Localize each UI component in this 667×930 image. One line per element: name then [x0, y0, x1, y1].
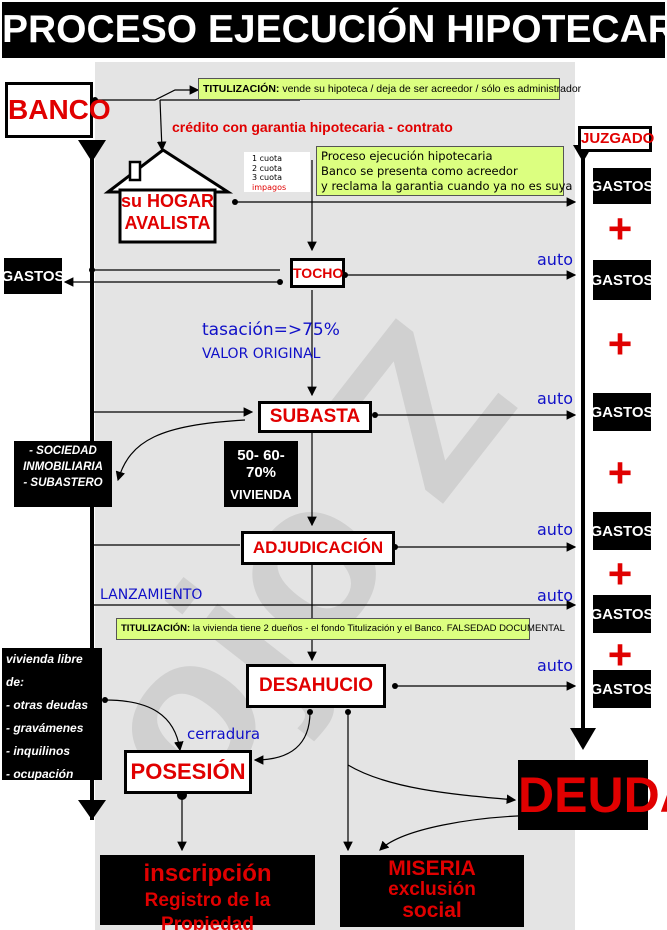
desahucio-box: DESAHUCIO	[246, 664, 386, 708]
miseria-line1: MISERIA	[388, 857, 476, 880]
cuota-3: 3 cuota	[252, 173, 283, 182]
deuda-box: DEUDA	[518, 760, 667, 830]
hogar-line2: AVALISTA	[124, 213, 211, 233]
vivienda-libre-item: - gravámenes	[6, 721, 84, 735]
vivienda-text: VIVIENDA	[230, 487, 292, 502]
sociedad-line3: - SUBASTERO	[23, 477, 103, 489]
sociedad-box: - SOCIEDAD INMOBILIARIA - SUBASTERO	[14, 441, 112, 507]
subasta-box: SUBASTA	[258, 401, 372, 433]
credito-label: crédito con garantia hipotecaria - contr…	[172, 119, 453, 135]
house-shape	[103, 148, 234, 244]
proceso-line1: Proceso ejecución hipotecaria	[321, 149, 493, 163]
titulizacion-bottom-text: la vivienda tiene 2 dueños - el fondo Ti…	[192, 623, 565, 634]
tasacion-line2: VALOR ORIGINAL	[202, 346, 321, 362]
posesion-box: POSESIÓN	[124, 750, 252, 794]
titulizacion-bottom-label: TITULIZACIÓN:	[121, 623, 191, 634]
titulizacion-bottom-note: TITULIZACIÓN: la vivienda tiene 2 dueños…	[116, 618, 565, 640]
gastos-6: GASTOS	[590, 670, 654, 708]
lanzamiento-label: LANZAMIENTO	[100, 587, 203, 603]
plus-3: +	[607, 449, 633, 496]
sociedad-line2: INMOBILIARIA	[23, 461, 103, 473]
porcentaje-text: 50- 60- 70%	[237, 447, 285, 481]
juzgado-box: JUZGADO	[578, 126, 654, 152]
titulizacion-top-note: TITULIZACIÓN: vende su hipoteca / deja d…	[198, 78, 581, 100]
hogar-label: su HOGAR AVALISTA	[120, 190, 215, 234]
miseria-line3: social	[402, 899, 462, 922]
gastos-4: GASTOS	[590, 512, 654, 550]
page-title: PROCESO EJECUCIÓN HIPOTECARIA	[2, 2, 667, 58]
cerradura-label: cerradura	[187, 725, 261, 743]
auto-label-5: auto	[537, 656, 574, 675]
cuotas-box: 1 cuota 2 cuota 3 cuota impagos	[244, 152, 310, 192]
vivienda-libre-item: - otras deudas	[6, 698, 89, 712]
auto-label-4: auto	[537, 586, 574, 605]
inscripcion-line2: Registro de la Propiedad	[144, 890, 271, 930]
vivienda-libre-item: - inquilinos	[6, 744, 70, 758]
auto-label-3: auto	[537, 520, 574, 539]
auto-label-2: auto	[537, 389, 574, 408]
tasacion-label: tasación=>75% VALOR ORIGINAL	[202, 318, 340, 366]
proceso-line2: Banco se presenta como acreedor	[321, 164, 518, 178]
titulizacion-top-label: TITULIZACIÓN:	[203, 83, 280, 95]
vivienda-libre-heading: vivienda libre de:	[6, 652, 83, 689]
plus-5: +	[607, 631, 633, 678]
plus-4: +	[607, 550, 633, 597]
adjudicacion-box: ADJUDICACIÓN	[241, 531, 395, 565]
banco-box: BANCO	[5, 82, 111, 138]
gastos-3: GASTOS	[590, 393, 654, 431]
gastos-1: GASTOS	[590, 168, 654, 204]
cuota-1: 1 cuota	[252, 154, 283, 163]
proceso-line3: y reclama la garantia cuando ya no es su…	[321, 179, 573, 193]
inscripcion-line1: inscripción	[143, 860, 272, 887]
vivienda-libre-item: - ocupación	[6, 767, 74, 781]
vivienda-libre-box: vivienda libre de: - otras deudas - grav…	[2, 648, 102, 781]
cuota-2: 2 cuota	[252, 163, 283, 173]
tasacion-line1: tasación=>75%	[202, 320, 340, 340]
porcentaje-box: 50- 60- 70% VIVIENDA	[224, 441, 298, 507]
auto-label-1: auto	[537, 250, 574, 269]
plus-2: +	[607, 320, 633, 367]
sociedad-line1: - SOCIEDAD	[29, 445, 97, 457]
plus-1: +	[607, 205, 633, 252]
titulizacion-top-text: vende su hipoteca / deja de ser acreedor…	[282, 83, 582, 95]
gastos-2: GASTOS	[590, 260, 654, 300]
gastos-left: GASTOS	[1, 258, 65, 294]
proceso-note: Proceso ejecución hipotecaria Banco se p…	[316, 146, 573, 196]
miseria-box: MISERIA exclusión social	[340, 855, 524, 927]
miseria-line2: exclusión	[388, 879, 476, 900]
cuota-impagos: impagos	[252, 182, 287, 192]
tocho-box: TOCHO	[290, 258, 345, 288]
inscripcion-box: inscripción Registro de la Propiedad	[100, 855, 315, 930]
gastos-5: GASTOS	[590, 595, 654, 633]
hogar-line1: su HOGAR	[120, 191, 214, 211]
